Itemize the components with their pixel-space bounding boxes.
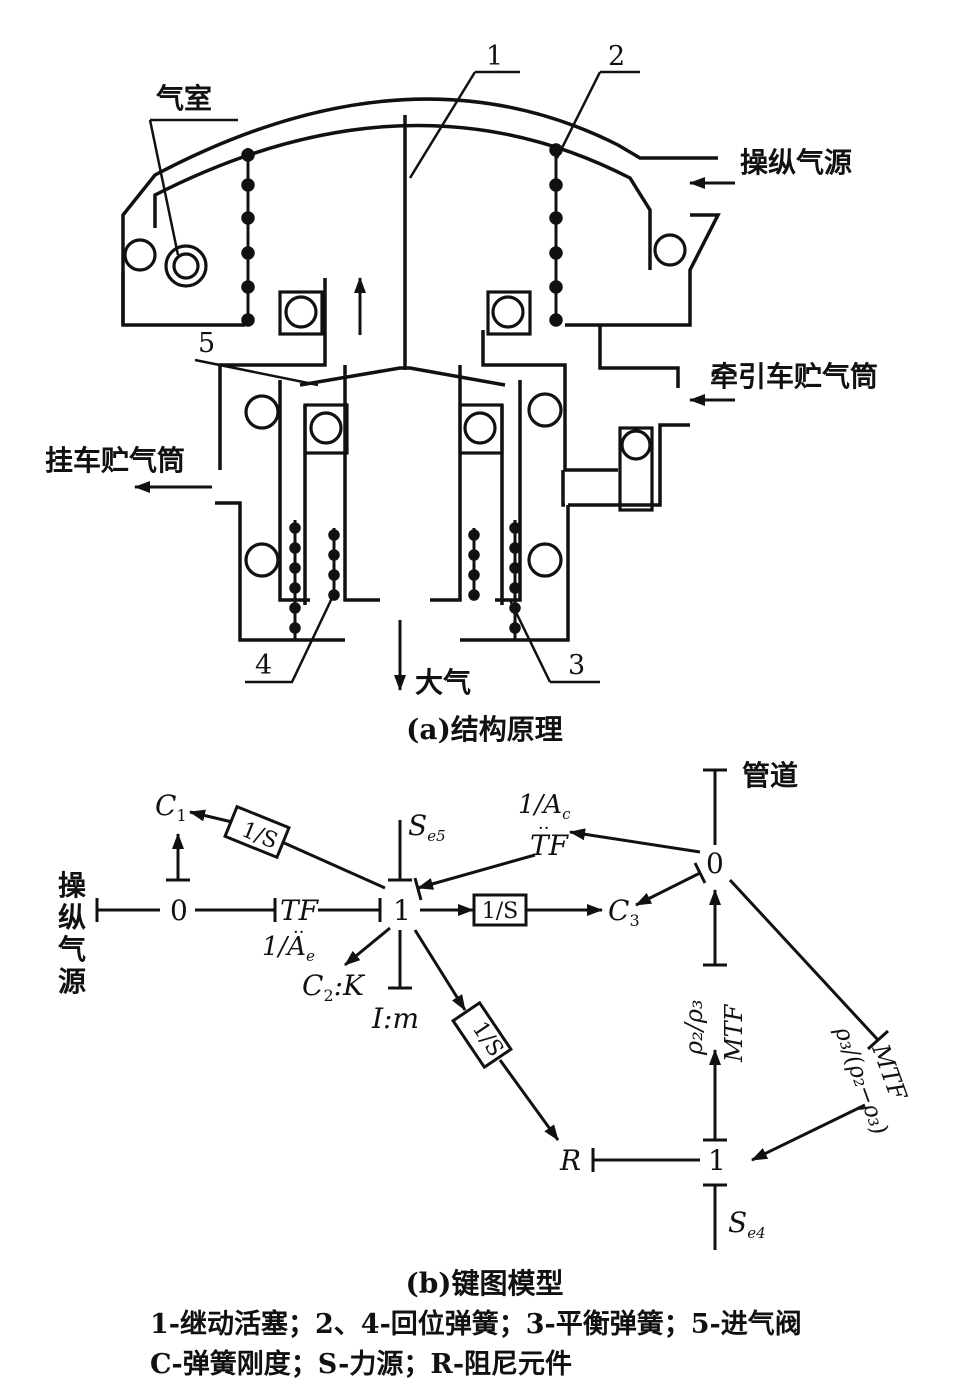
tf-left-dots: ·· <box>293 922 304 943</box>
balance-spring-3 <box>509 520 521 640</box>
pipe-label: 管道 <box>742 759 798 792</box>
caption-b: (b)键图模型 <box>405 1267 564 1300</box>
tractor-reservoir-label: 牵引车贮气筒 <box>710 360 878 393</box>
air-chamber-label: 气室 <box>155 82 212 115</box>
node-one-bottom: 1 <box>708 1144 726 1177</box>
c1-label: C1 <box>155 789 187 825</box>
box-1s-a <box>223 804 291 860</box>
return-spring-4 <box>328 528 340 601</box>
trailer-reservoir-label: 挂车贮气筒 <box>45 444 185 477</box>
control-air-source-vertical: 操纵气源 <box>57 869 86 998</box>
se5-label: Se5 <box>408 809 446 845</box>
tf-top-dots: ·· <box>538 818 549 839</box>
c2-label: C2:K <box>302 969 366 1005</box>
node-zero-left: 0 <box>170 894 188 927</box>
legend-line-2: C-弹簧刚度；S-力源；R-阻尼元件 <box>150 1349 573 1380</box>
lower-body-right <box>430 325 690 642</box>
inlet-valve <box>299 366 506 387</box>
callout-3: 3 <box>568 650 585 681</box>
bond-graph <box>95 768 890 1250</box>
return-spring-4-right <box>468 528 480 601</box>
se4-label: Se4 <box>728 1206 766 1242</box>
box-1s-c <box>450 1000 514 1070</box>
callout-1: 1 <box>486 41 503 72</box>
r-label: R <box>559 1144 581 1177</box>
bond-graph-labels: 0 1 0 1 C1 C2:K C3 I:m R Se5 Se4 管道 TF ·… <box>155 759 913 1242</box>
lower-body-left <box>215 278 380 642</box>
node-zero-right: 0 <box>706 847 724 880</box>
source-vertical-text: 操纵气源 <box>57 869 86 998</box>
seal-rings <box>123 233 687 578</box>
tf-left-label: TF <box>280 894 320 927</box>
tf-top-label: TF <box>530 829 570 862</box>
tf-left-ratio: 1/Ae <box>262 932 315 965</box>
legend-line-1: 1-继动活塞；2、4-回位弹簧；3-平衡弹簧；5-进气阀 <box>150 1309 802 1340</box>
mtf-vertical-ratio: ρ₂/ρ₃ <box>680 999 708 1056</box>
box-1s-b <box>472 893 528 927</box>
leader-lines <box>148 70 640 684</box>
atmosphere-label: 大气 <box>415 666 471 699</box>
c3-label: C3 <box>608 894 640 930</box>
callout-4: 4 <box>255 650 272 681</box>
box-1s-b-label: 1/S <box>482 899 518 924</box>
callout-2: 2 <box>608 41 625 72</box>
tf-top-ratio: 1/Ac <box>518 790 571 823</box>
dome-housing <box>121 97 721 327</box>
balance-spring-left <box>289 520 301 640</box>
im-label: I:m <box>371 1002 419 1035</box>
control-air-source-label: 操纵气源 <box>740 146 852 179</box>
return-spring-left <box>241 148 255 327</box>
caption-a: (a)结构原理 <box>406 713 563 746</box>
node-one-center: 1 <box>393 894 411 927</box>
return-spring-right <box>549 143 563 327</box>
structure-diagram <box>121 70 735 691</box>
callout-5: 5 <box>198 328 215 359</box>
mtf-vertical-label: MTF <box>720 1003 748 1063</box>
